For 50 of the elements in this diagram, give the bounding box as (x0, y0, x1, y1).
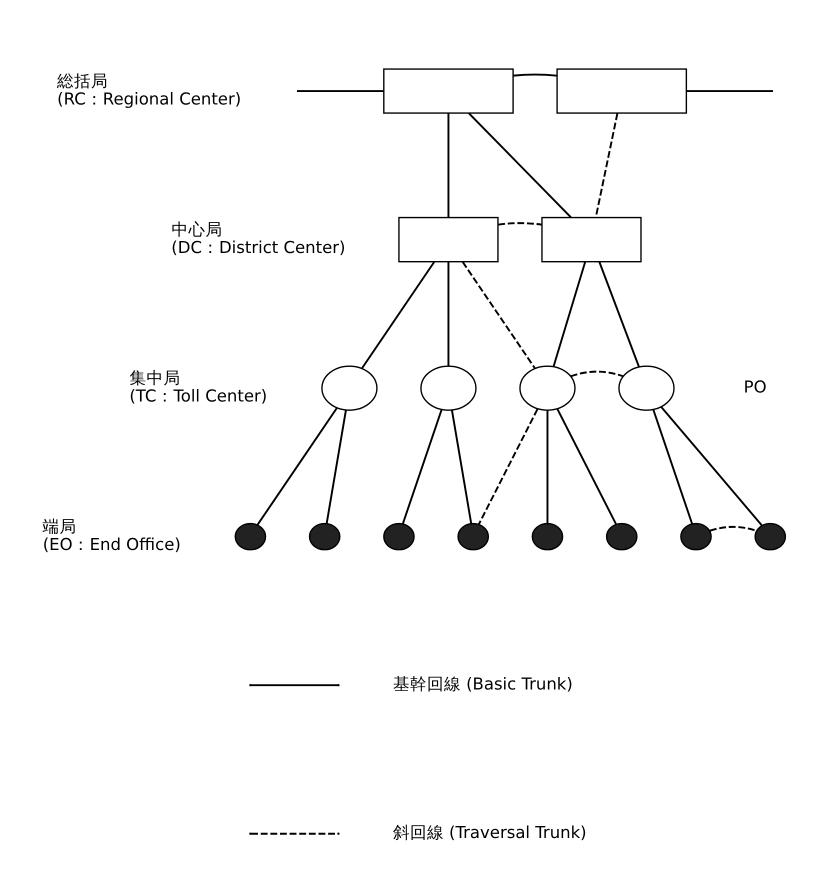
connector (498, 222, 542, 226)
node-circle (618, 364, 675, 410)
node-circle (420, 364, 477, 410)
node-circle (680, 522, 712, 550)
connector (451, 410, 472, 524)
connector (552, 261, 586, 366)
connector (296, 90, 384, 92)
node-box (541, 216, 642, 262)
connector (462, 260, 536, 368)
node-box (556, 68, 688, 114)
connector (513, 73, 558, 76)
label: 端局 (42, 516, 77, 536)
node-circle (606, 522, 638, 550)
node-box (398, 216, 499, 262)
label: (DC：District Center) (171, 237, 346, 256)
connector (326, 410, 347, 524)
legend-label: 斜回線 (Traversal Trunk) (392, 822, 587, 842)
connector (660, 406, 763, 526)
connector (468, 112, 572, 218)
node-circle (519, 364, 576, 410)
connector (447, 112, 450, 217)
node-box (383, 68, 514, 114)
label: (TC：Toll Center) (129, 386, 268, 405)
connector (556, 408, 617, 524)
connector (652, 408, 693, 524)
label: 集中局 (129, 368, 180, 387)
node-circle (321, 364, 378, 410)
connector (361, 260, 436, 368)
node-circle (234, 522, 266, 550)
node-circle (457, 522, 490, 550)
connector (256, 406, 338, 525)
node-circle (754, 522, 786, 550)
connector (402, 408, 442, 524)
connector (546, 410, 548, 523)
connector (447, 261, 450, 366)
label: 中心局 (171, 219, 222, 238)
label: 総括局 (57, 70, 108, 90)
node-circle (383, 522, 415, 550)
legend-label: 基幹回線 (Basic Trunk) (392, 674, 573, 693)
node-circle (532, 522, 564, 550)
label: (RC：Regional Center) (57, 88, 242, 108)
connector (594, 112, 618, 218)
node-circle (308, 522, 340, 550)
connector (478, 408, 538, 524)
label: PO (744, 376, 767, 396)
connector (570, 370, 624, 377)
connector (710, 525, 757, 532)
connector (686, 90, 773, 92)
label: (EO：End Office) (42, 534, 181, 554)
connector (598, 261, 640, 367)
